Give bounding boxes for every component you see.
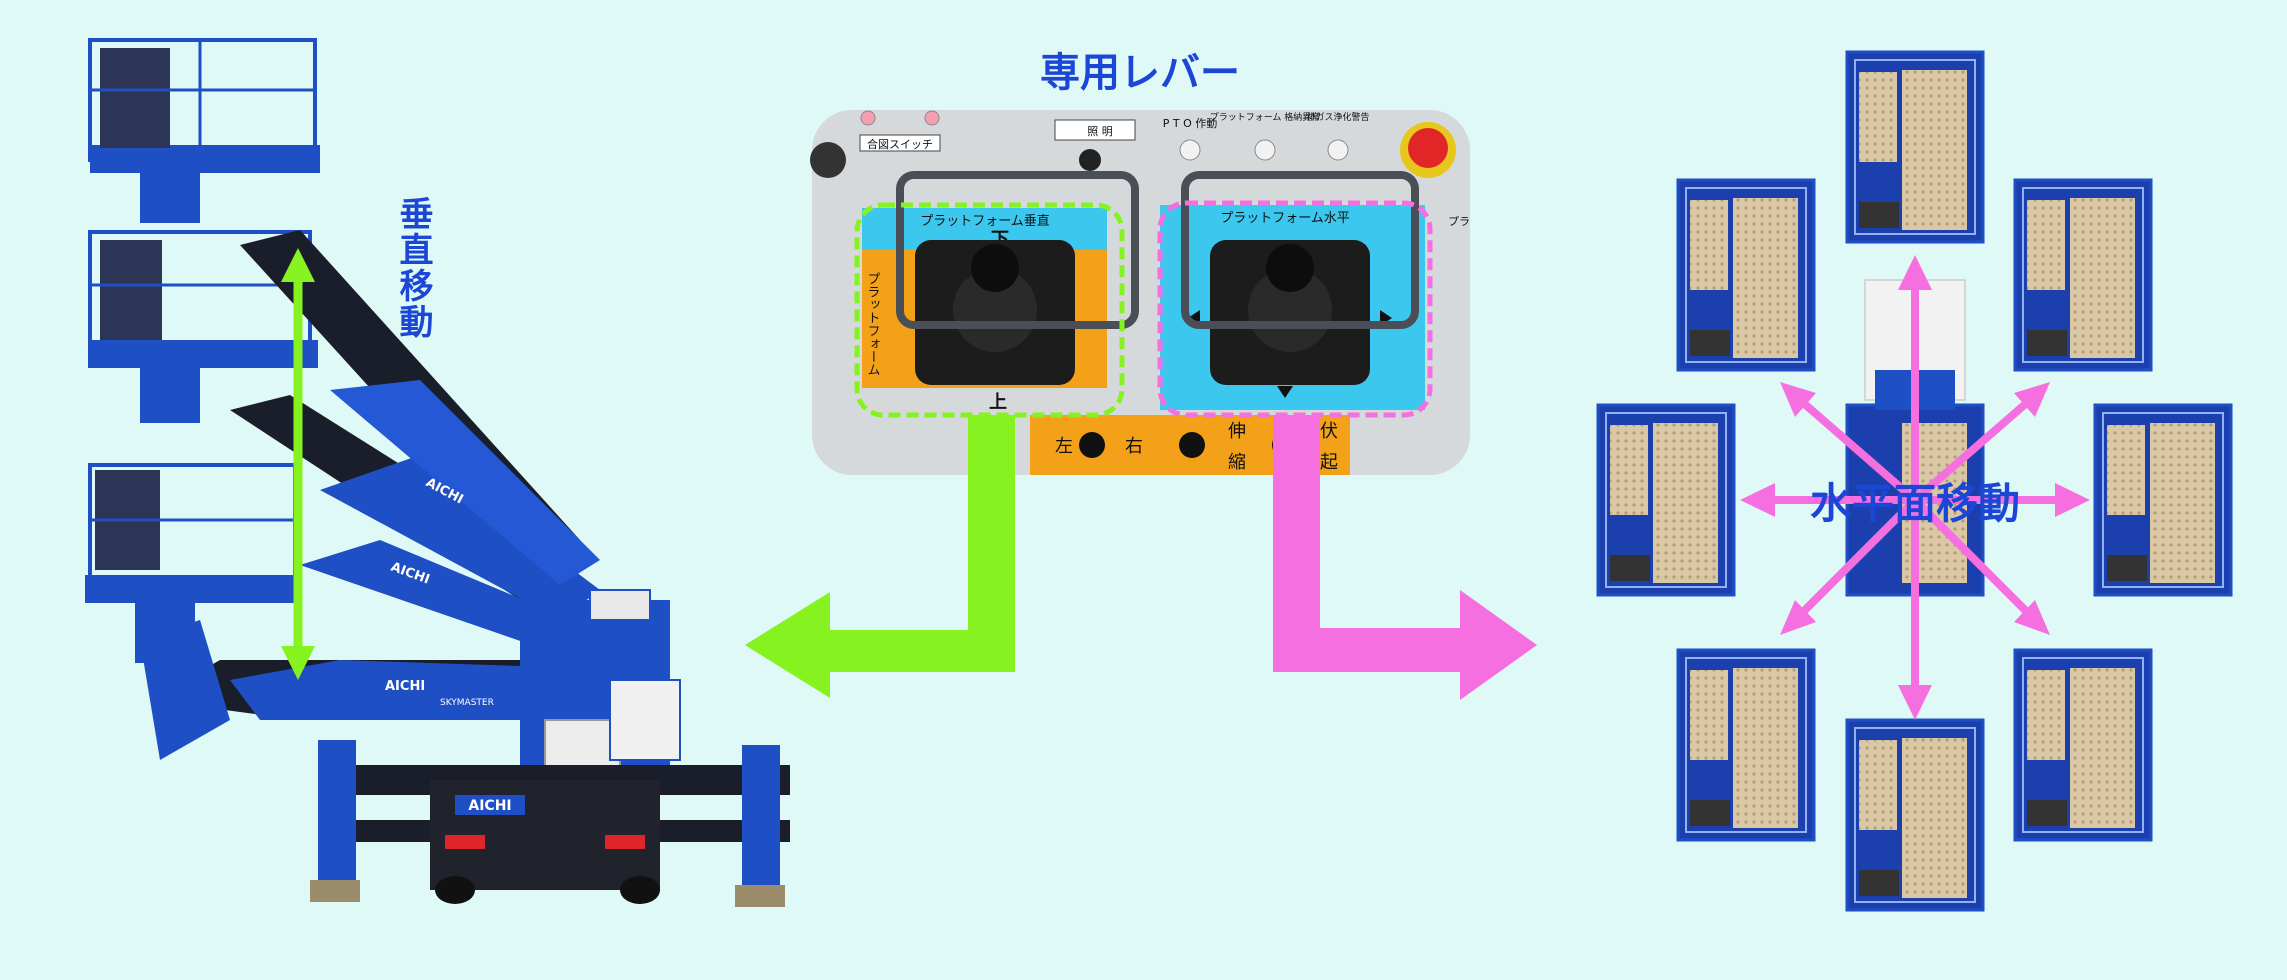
emergency-stop-button bbox=[1408, 128, 1448, 168]
platform-basket-top bbox=[88, 38, 320, 223]
bottom-label-right: 右 bbox=[1125, 436, 1143, 457]
basket-bottom-left bbox=[1676, 648, 1816, 842]
vertical-lever-panel: プラットフォーム垂直 下 上 プラットフォーム bbox=[862, 208, 1107, 413]
pink-connector-arrow bbox=[1273, 415, 1537, 700]
signal-switch-label: 合図スイッチ bbox=[867, 137, 933, 151]
vertical-lever-label: プラットフォーム垂直 bbox=[920, 214, 1050, 229]
basket-bottom-right bbox=[2013, 648, 2153, 842]
horizontal-movement-label: 水平面移動 bbox=[1809, 479, 2020, 528]
control-panel-photo: 合図スイッチ 照 明 P T O 作動 プラットフォーム 格納異常 排ガス浄化警… bbox=[810, 110, 1470, 475]
exhaust-warning-label: 排ガス浄化警告 bbox=[1306, 111, 1369, 123]
boom-arms bbox=[140, 230, 640, 760]
platform-retract-label: プラットフォーム 格納異常 bbox=[1210, 111, 1321, 123]
aerial-platform-truck: AICHI AICHI AICHI AICHI SKYMASTER bbox=[85, 38, 790, 907]
chassis-brand-text: AICHI bbox=[468, 798, 511, 814]
bottom-label-left: 左 bbox=[1055, 436, 1073, 457]
top-view-platforms bbox=[1596, 50, 2233, 912]
left-side-label: プラットフォーム bbox=[865, 272, 880, 376]
basket-bottom bbox=[1845, 718, 1985, 912]
green-connector-arrow bbox=[745, 415, 1015, 698]
vertical-movement-label: 垂直移動 bbox=[393, 196, 433, 340]
vertical-joystick bbox=[971, 244, 1019, 292]
bottom-label-extend: 伸 bbox=[1228, 421, 1246, 442]
pto-label: P T O 作動 bbox=[1163, 116, 1218, 130]
basket-left bbox=[1596, 403, 1736, 597]
up-label: 上 bbox=[989, 392, 1007, 413]
light-label: 照 明 bbox=[1087, 125, 1113, 138]
basket-right bbox=[2093, 403, 2233, 597]
horizontal-movement-arrows bbox=[1740, 255, 2090, 720]
basket-top bbox=[1845, 50, 1985, 244]
horizontal-lever-panel: プラットフォーム水平 bbox=[1160, 205, 1425, 410]
dedicated-lever-title: 専用レバー bbox=[1040, 50, 1240, 96]
panel-top-switches: 合図スイッチ 照 明 P T O 作動 プラットフォーム 格納異常 排ガス浄化警… bbox=[810, 110, 1456, 178]
bottom-label-retract: 縮 bbox=[1228, 452, 1246, 473]
basket-top-left bbox=[1676, 178, 1816, 372]
lever-guard-frame bbox=[896, 171, 1419, 329]
bottom-label-raise: 起 bbox=[1320, 452, 1338, 473]
turret bbox=[520, 589, 681, 781]
basket-top-right bbox=[2013, 178, 2153, 372]
bottom-label-lower: 伏 bbox=[1320, 421, 1338, 442]
horizontal-lever-label: プラットフォーム水平 bbox=[1220, 211, 1350, 226]
boom-model-text: SKYMASTER bbox=[440, 698, 494, 708]
truck-chassis: AICHI bbox=[430, 780, 660, 904]
vertical-movement-arrow bbox=[281, 248, 315, 680]
right-edge-label: プラ bbox=[1448, 215, 1470, 228]
boom-brand-text-3: AICHI bbox=[385, 679, 425, 694]
horizontal-joystick bbox=[1266, 244, 1314, 292]
